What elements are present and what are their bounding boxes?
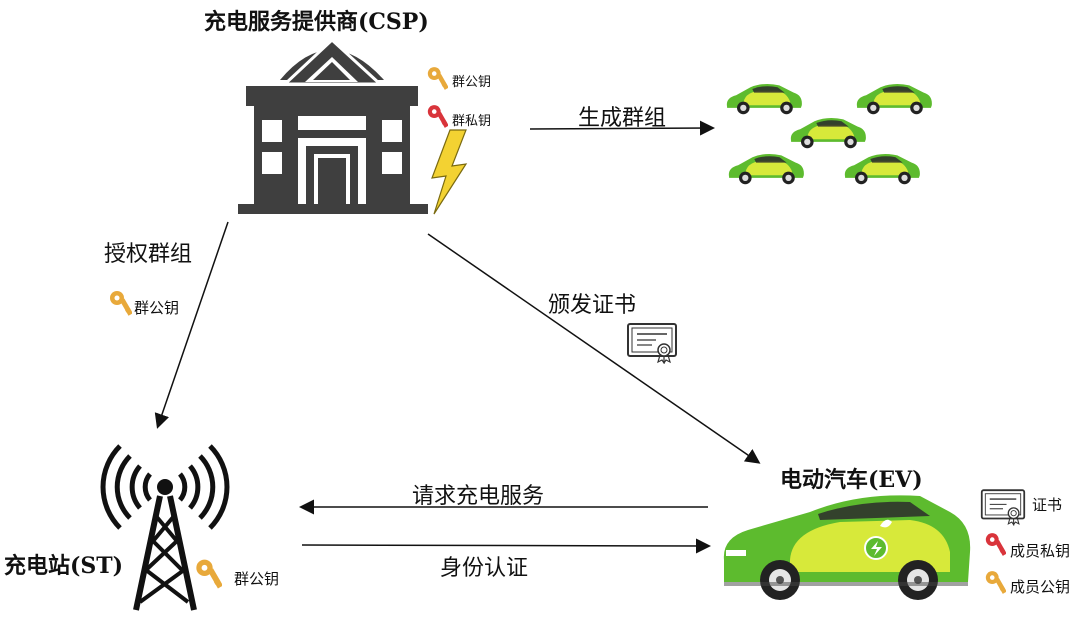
- charging-tower-icon: [100, 444, 230, 611]
- ev-certificate-label: 证书: [1032, 496, 1063, 514]
- arrow-authorize-group: [154, 221, 229, 429]
- csp-group-private-key-label: 群私钥: [452, 114, 492, 129]
- csp-building-icon: [238, 37, 428, 214]
- group-car-icon: [844, 153, 920, 185]
- group-car-icon: [728, 153, 804, 185]
- csp-title: 充电服务提供商(CSP): [204, 9, 429, 35]
- arrow-issue-certificate: [427, 233, 761, 464]
- gold-key-icon: [110, 291, 132, 316]
- gold-key-icon: [985, 571, 1006, 594]
- request-service-label: 请求充电服务: [412, 484, 545, 509]
- authorize-key-label: 群公钥: [134, 299, 180, 317]
- group-car-icon: [726, 83, 802, 115]
- authentication-label: 身份认证: [440, 556, 529, 581]
- red-key-icon: [427, 105, 448, 128]
- ev-member-public-key-label: 成员公钥: [1010, 578, 1071, 596]
- certificate-icon: [627, 323, 677, 364]
- st-key-label: 群公钥: [234, 570, 280, 588]
- generate-group-label: 生成群组: [578, 106, 667, 131]
- certificate-icon: [980, 489, 1026, 526]
- lightning-icon: [431, 129, 468, 215]
- issue-certificate-label: 颁发证书: [548, 293, 637, 318]
- arrow-authentication: [301, 538, 711, 554]
- vehicle-group: [726, 83, 932, 185]
- arrow-generate-group: [529, 120, 715, 136]
- group-car-icon: [790, 117, 866, 149]
- authorize-group-label: 授权群组: [104, 242, 193, 267]
- ev-title: 电动汽车(EV): [780, 467, 923, 493]
- ev-car-icon: [723, 495, 971, 600]
- gold-key-icon: [196, 559, 222, 589]
- gold-key-icon: [427, 67, 448, 90]
- st-title: 充电站(ST): [4, 553, 124, 579]
- group-car-icon: [856, 83, 932, 115]
- red-key-icon: [985, 533, 1006, 556]
- csp-group-public-key-label: 群公钥: [452, 75, 492, 90]
- ev-member-private-key-label: 成员私钥: [1010, 542, 1071, 560]
